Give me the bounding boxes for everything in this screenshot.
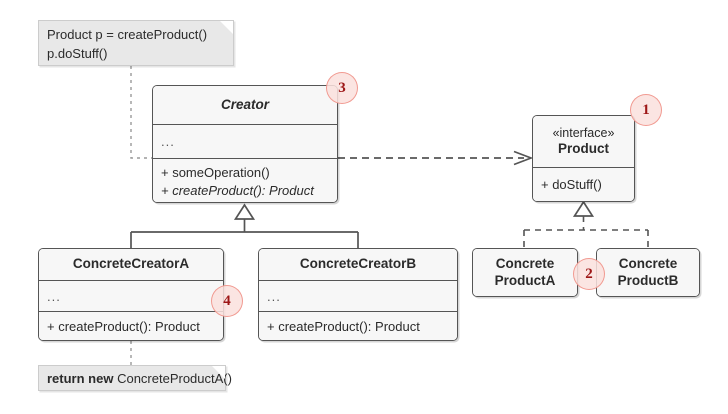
class-concrete-product-a-name-line1: Concrete [495, 256, 555, 272]
badge-4[interactable]: 4 [211, 285, 243, 317]
class-creator-operations-compartment: + someOperation() + createProduct(): Pro… [153, 159, 337, 202]
class-concrete-creator-b-attributes-compartment: ... [259, 281, 457, 312]
class-creator-attributes: ... [161, 134, 175, 149]
class-concrete-creator-a-name: ConcreteCreatorA [72, 256, 190, 272]
class-creator-name: Creator [220, 96, 269, 112]
class-creator-name-compartment: Creator [153, 86, 337, 125]
class-creator-attributes-compartment: ... [153, 125, 337, 159]
class-product-stereotype: «interface» [552, 125, 615, 140]
class-concrete-product-a-name-compartment: Concrete ProductA [473, 249, 577, 296]
badge-3[interactable]: 3 [326, 72, 358, 104]
note-creator-usage: Product p = createProduct() p.doStuff() [38, 20, 234, 66]
class-concrete-creator-a-attributes-compartment: ... [39, 281, 223, 312]
note-factory-return-expression: ConcreteProductA() [113, 371, 232, 386]
class-concrete-creator-a-operation-createproduct: + createProduct(): Product [47, 319, 200, 335]
class-concrete-product-b-name-line2: ProductB [617, 272, 679, 288]
note-creator-usage-line2: p.doStuff() [47, 45, 108, 61]
badge-3-label: 3 [338, 79, 346, 96]
class-creator-operation-someoperation: + someOperation() [161, 165, 270, 181]
badge-1[interactable]: 1 [630, 94, 662, 126]
class-concrete-product-a[interactable]: Concrete ProductA [472, 248, 578, 297]
note-creator-usage-line1: Product p = createProduct() [47, 27, 208, 42]
class-concrete-creator-a-name-compartment: ConcreteCreatorA [39, 249, 223, 281]
class-product-operations-compartment: + doStuff() [533, 168, 634, 201]
connector-realization-products [523, 200, 649, 248]
class-concrete-creator-b-name-compartment: ConcreteCreatorB [259, 249, 457, 281]
note-fold-corner-icon [212, 366, 225, 379]
badge-4-label: 4 [223, 292, 231, 309]
class-concrete-product-a-name-line2: ProductA [494, 272, 556, 288]
class-product-name: Product [557, 140, 609, 156]
note-factory-return-keyword: return new [47, 371, 114, 386]
class-concrete-creator-a[interactable]: ConcreteCreatorA ... + createProduct(): … [38, 248, 224, 341]
badge-2[interactable]: 2 [573, 258, 605, 290]
class-product-operation-dostuff: + doStuff() [541, 176, 602, 192]
class-creator-operation-createproduct: + createProduct(): Product [161, 182, 314, 198]
class-concrete-creator-b-name: ConcreteCreatorB [299, 256, 417, 272]
connector-creator-depends-product [338, 150, 534, 166]
class-concrete-creator-b[interactable]: ConcreteCreatorB ... + createProduct(): … [258, 248, 458, 341]
class-product[interactable]: «interface» Product + doStuff() [532, 115, 635, 202]
class-concrete-creator-a-operations-compartment: + createProduct(): Product [39, 312, 223, 340]
class-concrete-product-b-name-compartment: Concrete ProductB [597, 249, 699, 296]
class-product-name-compartment: «interface» Product [533, 116, 634, 168]
class-concrete-creator-a-attributes: ... [47, 288, 61, 304]
class-concrete-product-b[interactable]: Concrete ProductB [596, 248, 700, 297]
class-concrete-creator-b-operations-compartment: + createProduct(): Product [259, 312, 457, 340]
note-fold-corner-icon [220, 21, 233, 34]
class-creator[interactable]: Creator ... + someOperation() + createPr… [152, 85, 338, 203]
badge-2-label: 2 [585, 265, 593, 282]
class-concrete-creator-b-attributes: ... [267, 288, 281, 304]
badge-1-label: 1 [642, 101, 650, 118]
class-concrete-creator-b-operation-createproduct: + createProduct(): Product [267, 319, 420, 335]
class-concrete-product-b-name-line1: Concrete [618, 256, 678, 272]
connector-note-creator [130, 66, 152, 159]
connector-generalization-creators [130, 203, 359, 248]
note-factory-return: return new ConcreteProductA() [38, 365, 232, 391]
